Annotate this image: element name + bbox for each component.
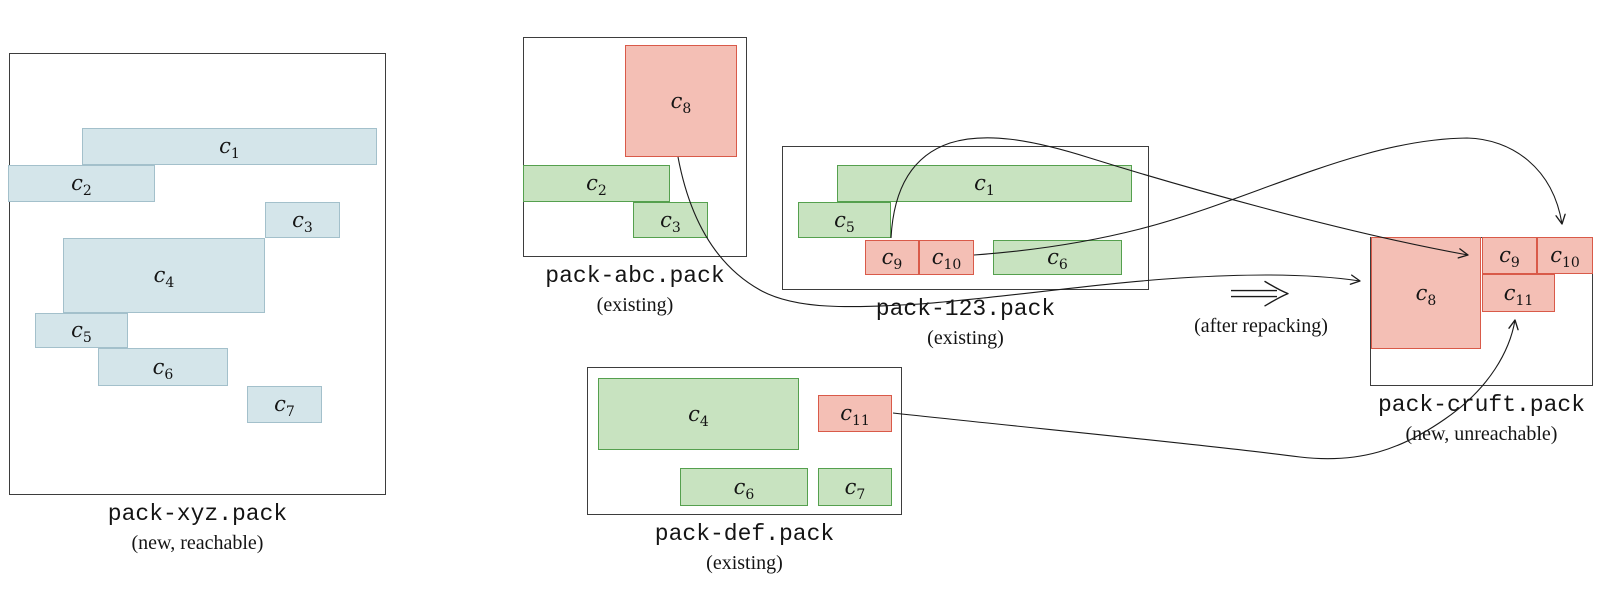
chunk-c6-pack-123: c6	[993, 240, 1122, 275]
chunk-c3-pack-abc: c3	[633, 202, 708, 238]
chunk-label: c9	[881, 245, 903, 273]
chunk-label: c5	[71, 318, 92, 346]
chunk-c2-pack-abc: c2	[523, 165, 670, 202]
pack-xyz-box	[9, 53, 386, 495]
chunk-c6-pack-xyz: c6	[98, 348, 228, 386]
chunk-c1-pack-xyz: c1	[82, 128, 377, 165]
chunk-c3-pack-xyz: c3	[265, 202, 340, 238]
chunk-c10-pack-cruft: c10	[1537, 237, 1593, 274]
chunk-label: c10	[1550, 243, 1580, 271]
chunk-label: c1	[219, 134, 240, 162]
chunk-label: c7	[274, 392, 295, 420]
chunk-c4-pack-def: c4	[598, 378, 799, 450]
chunk-label: c11	[840, 401, 870, 429]
chunk-label: c10	[931, 245, 962, 273]
pack-def-sublabel: (existing)	[706, 552, 783, 574]
pack-123-label: pack-123.pack	[875, 296, 1056, 322]
chunk-label: c4	[688, 401, 709, 430]
chunk-c11-pack-def: c11	[818, 395, 892, 432]
chunk-c11-pack-cruft: c11	[1482, 274, 1555, 312]
chunk-label: c7	[844, 474, 866, 503]
pack-abc-label: pack-abc.pack	[545, 263, 725, 289]
chunk-label: c2	[71, 171, 92, 199]
chunk-label: c6	[152, 354, 174, 383]
after-repacking-label: (after repacking)	[1194, 315, 1328, 337]
chunk-c4-pack-xyz: c4	[63, 238, 265, 313]
pack-cruft-sublabel: (new, unreachable)	[1405, 423, 1558, 445]
chunk-label: c1	[974, 171, 995, 199]
chunk-label: c11	[1503, 280, 1534, 309]
pack-xyz-label: pack-xyz.pack	[107, 501, 288, 527]
chunk-c9-pack-123: c9	[865, 240, 919, 275]
chunk-label: c6	[733, 474, 755, 503]
pack-123-sublabel: (existing)	[927, 327, 1004, 349]
chunk-label: c3	[660, 207, 681, 236]
chunk-label: c8	[1415, 280, 1437, 309]
chunk-c7-pack-def: c7	[818, 468, 892, 506]
chunk-c6-pack-def: c6	[680, 468, 808, 506]
chunk-label: c8	[670, 88, 692, 117]
chunk-c8-pack-cruft: c8	[1371, 237, 1481, 349]
pack-cruft-label: pack-cruft.pack	[1377, 392, 1586, 418]
chunk-c10-pack-123: c10	[919, 240, 974, 275]
chunk-label: c6	[1047, 245, 1068, 273]
chunk-c9-pack-cruft: c9	[1482, 237, 1537, 274]
pack-xyz-sublabel: (new, reachable)	[131, 532, 264, 554]
pack-abc-sublabel: (existing)	[596, 294, 674, 316]
chunk-label: c5	[834, 207, 855, 236]
chunk-label: c3	[292, 207, 313, 236]
chunk-label: c4	[153, 263, 175, 291]
chunk-c5-pack-xyz: c5	[35, 313, 128, 348]
chunk-c8-pack-abc: c8	[625, 45, 737, 157]
chunk-label: c9	[1499, 243, 1520, 271]
chunk-c1-pack-123: c1	[837, 165, 1132, 202]
pack-def-label: pack-def.pack	[654, 521, 835, 547]
chunk-c5-pack-123: c5	[798, 202, 891, 238]
pack-abc-box	[523, 37, 747, 257]
chunk-label: c2	[586, 171, 607, 199]
chunk-c2-pack-xyz: c2	[8, 165, 155, 202]
chunk-c7-pack-xyz: c7	[247, 386, 322, 423]
